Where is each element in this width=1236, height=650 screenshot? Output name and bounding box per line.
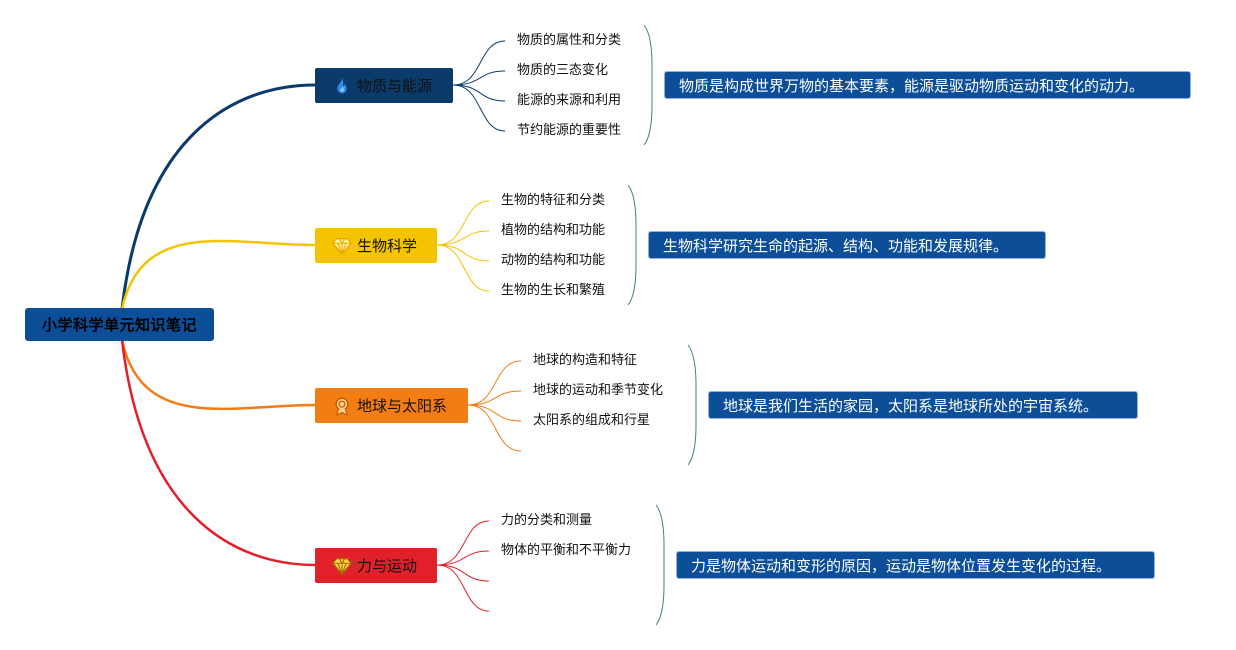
root-topic-label: 小学科学单元知识笔记 <box>41 316 197 334</box>
leaf-connector <box>452 84 506 102</box>
leaf-topic[interactable]: 太阳系的组成和行星 <box>533 413 651 428</box>
root-connector <box>120 239 316 310</box>
root-connector <box>120 339 316 567</box>
leaf-connector <box>452 70 506 86</box>
leaf-connector <box>467 404 522 422</box>
leaf-topic[interactable]: 节约能源的重要性 <box>517 123 622 138</box>
diamond-icon <box>331 235 353 257</box>
medal-icon <box>331 395 353 417</box>
branch-topic-life-science[interactable]: 生物科学 <box>315 228 437 263</box>
leaf-topic[interactable]: 地球的构造和特征 <box>533 353 638 368</box>
leaf-connector <box>452 40 506 86</box>
leaf-topic[interactable]: 生物的生长和繁殖 <box>501 283 606 298</box>
leaf-connector <box>452 84 506 132</box>
leaf-topic[interactable]: 生物的特征和分类 <box>501 193 606 208</box>
leaf-topic[interactable]: 地球的运动和季节变化 <box>533 383 664 398</box>
branch-label: 力与运动 <box>357 557 418 575</box>
leaf-connector <box>436 244 490 262</box>
leaf-connector <box>467 360 522 406</box>
leaf-connector <box>436 520 490 566</box>
flame-icon <box>331 75 353 97</box>
branch-label: 生物科学 <box>357 237 418 255</box>
diamond-icon <box>331 555 353 577</box>
leaf-topic[interactable]: 植物的结构和功能 <box>501 223 606 238</box>
root-connector <box>120 339 316 411</box>
leaf-connector <box>467 390 522 406</box>
summary-note[interactable]: 力是物体运动和变形的原因，运动是物体位置发生变化的过程。 <box>676 551 1155 579</box>
leaf-topic[interactable]: 能源的来源和利用 <box>517 93 622 108</box>
summary-bracket <box>627 184 637 306</box>
summary-bracket <box>655 504 665 626</box>
branch-topic-force-motion[interactable]: 力与运动 <box>315 548 437 583</box>
leaf-topic[interactable]: 力的分类和测量 <box>501 513 593 528</box>
branch-label: 物质与能源 <box>357 77 433 95</box>
leaf-connector <box>436 550 490 566</box>
leaf-connector <box>436 230 490 246</box>
leaf-connector <box>467 404 522 452</box>
leaf-connector <box>436 200 490 246</box>
branch-topic-matter-energy[interactable]: 物质与能源 <box>315 68 453 103</box>
summary-bracket <box>687 344 697 466</box>
summary-note[interactable]: 生物科学研究生命的起源、结构、功能和发展规律。 <box>648 231 1046 259</box>
branch-topic-earth-solar-system[interactable]: 地球与太阳系 <box>315 388 468 423</box>
leaf-connector <box>436 564 490 582</box>
leaf-topic[interactable]: 物质的三态变化 <box>517 63 609 78</box>
leaf-connector <box>436 244 490 292</box>
leaf-topic[interactable]: 物质的属性和分类 <box>517 33 622 48</box>
summary-note[interactable]: 地球是我们生活的家园，太阳系是地球所处的宇宙系统。 <box>708 391 1138 419</box>
summary-note[interactable]: 物质是构成世界万物的基本要素，能源是驱动物质运动和变化的动力。 <box>664 71 1191 99</box>
leaf-connector <box>436 564 490 612</box>
branch-label: 地球与太阳系 <box>357 397 448 415</box>
root-topic[interactable]: 小学科学单元知识笔记 <box>25 308 214 341</box>
leaf-topic[interactable]: 动物的结构和功能 <box>501 253 606 268</box>
leaf-topic[interactable]: 物体的平衡和不平衡力 <box>501 543 632 558</box>
summary-bracket <box>643 24 653 146</box>
root-connector <box>120 83 316 310</box>
